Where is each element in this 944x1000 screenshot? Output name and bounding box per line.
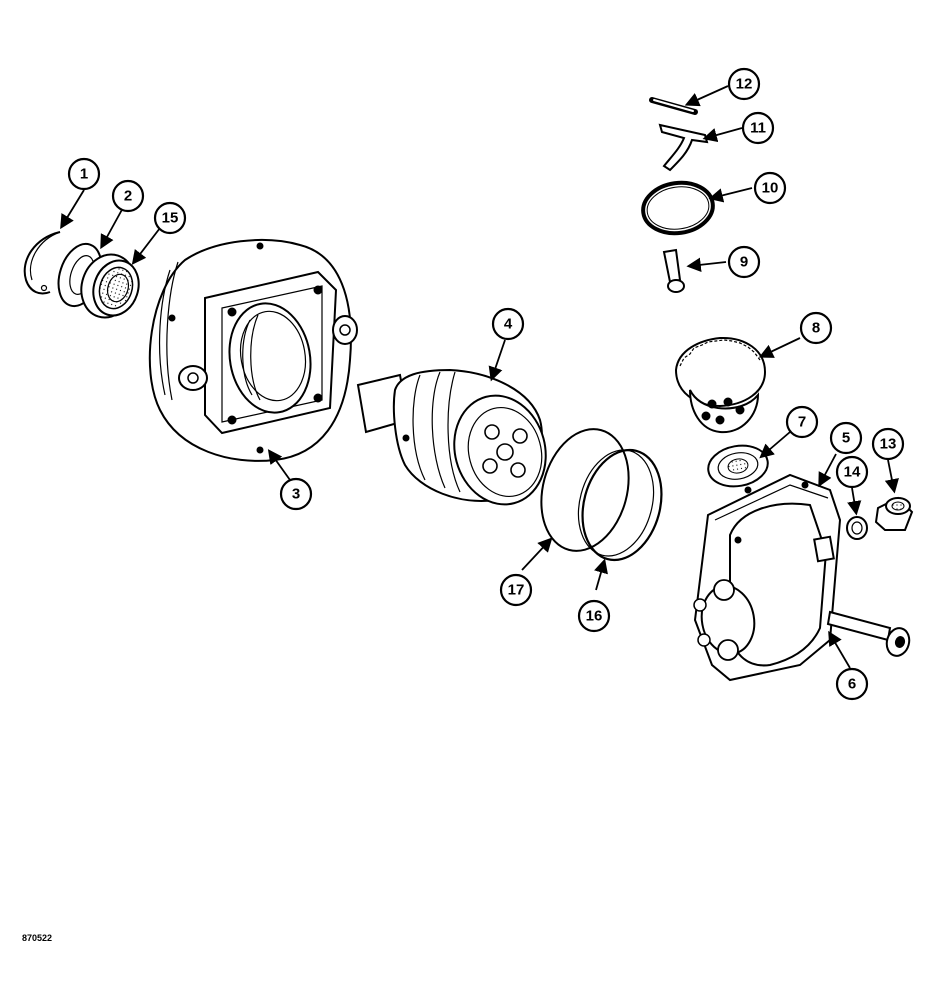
figure-code: 870522 [22,933,53,943]
part-13-plug [874,496,914,531]
callout-15: 15 [153,201,187,235]
callout-16: 16 [577,599,611,633]
part-6-cap-screw [826,610,911,657]
svg-text:8: 8 [812,320,820,337]
svg-text:16: 16 [586,608,603,625]
svg-text:13: 13 [880,436,897,453]
svg-text:3: 3 [292,486,300,503]
svg-text:12: 12 [736,76,753,93]
svg-text:5: 5 [842,430,850,447]
part-11-bracket [658,123,709,172]
leader-lines [60,85,899,669]
callout-5: 5 [829,421,863,455]
callout-4: 4 [491,307,525,341]
callout-12: 12 [727,67,761,101]
callout-14: 14 [835,455,869,489]
part-12-pin [649,97,698,115]
svg-text:4: 4 [504,316,513,333]
svg-text:6: 6 [848,676,856,693]
part-15-seal [80,253,140,319]
part-5-end-cover [693,473,842,682]
svg-text:10: 10 [762,180,779,197]
svg-text:14: 14 [844,464,861,481]
svg-text:1: 1 [80,166,88,183]
part-7-valve-plate [707,444,769,488]
callout-9: 9 [727,245,761,279]
svg-text:7: 7 [798,414,806,431]
svg-text:15: 15 [162,210,179,227]
svg-text:9: 9 [740,254,748,271]
callout-13: 13 [871,427,905,461]
part-1-snap-ring [23,231,61,295]
part-17-o-ring [540,428,630,552]
part-3-housing [148,239,358,462]
callout-2: 2 [111,179,145,213]
svg-text:11: 11 [750,120,766,137]
callout-6: 6 [835,667,869,701]
part-9-screw [662,248,685,293]
callout-17: 17 [499,573,533,607]
part-14-washer [846,516,868,540]
callout-7: 7 [785,405,819,439]
part-10-ring [641,180,715,236]
part-4-rotor-assembly [356,368,547,506]
callout-1: 1 [67,157,101,191]
svg-text:17: 17 [508,582,525,599]
callout-3: 3 [279,477,313,511]
callout-11: 11 [741,111,775,145]
part-8-gear [674,336,767,434]
svg-text:2: 2 [124,188,132,205]
callout-10: 10 [753,171,787,205]
callout-8: 8 [799,311,833,345]
